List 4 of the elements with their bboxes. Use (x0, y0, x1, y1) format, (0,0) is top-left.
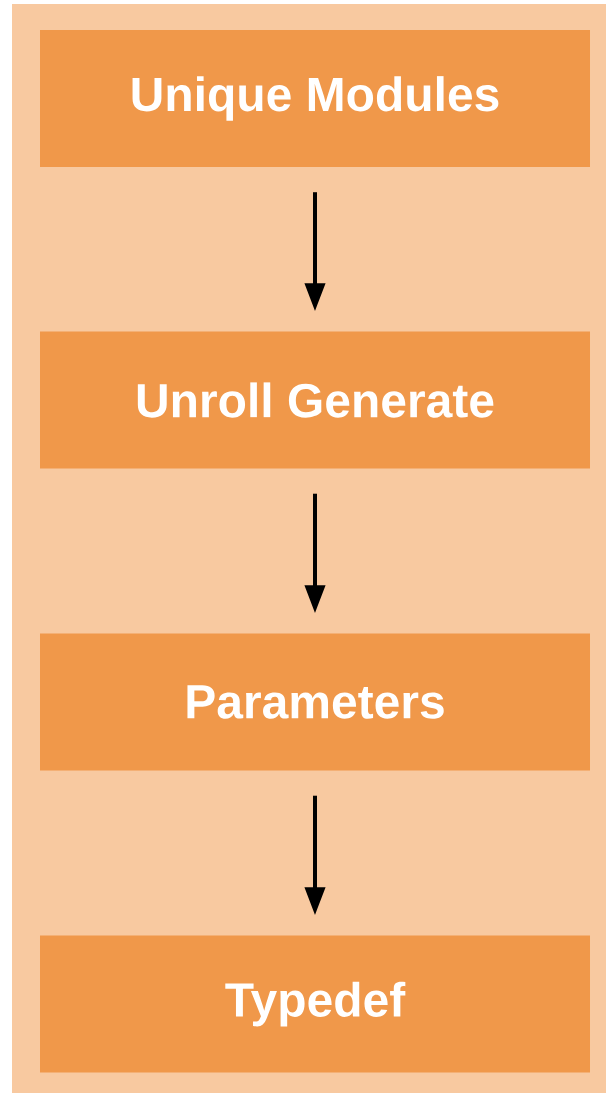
process-box: Parameters (40, 633, 590, 771)
process-box: Unroll Generate (40, 331, 590, 469)
process-box: Unique Modules (40, 30, 590, 167)
process-box: Typedef (40, 935, 590, 1073)
